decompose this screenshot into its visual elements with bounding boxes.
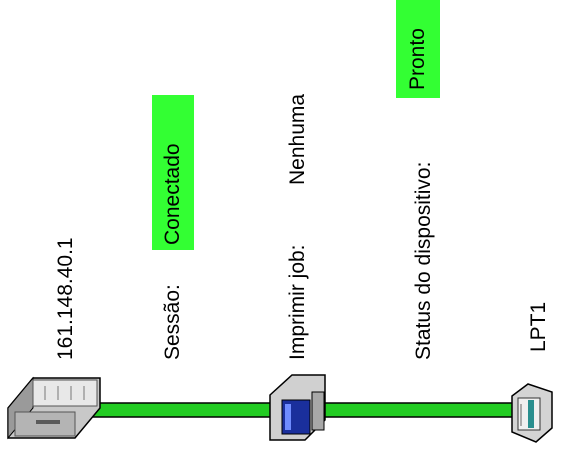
- server-icon: [7, 376, 101, 440]
- print-job-label: Imprimir job:: [286, 244, 309, 360]
- print-job-value: Nenhuma: [286, 93, 309, 185]
- device-ip-address: 161.148.40.1: [54, 237, 77, 360]
- workstation-icon: [269, 374, 326, 441]
- printer-port-label: LPT1: [527, 301, 550, 352]
- device-status-label: Status do dispositivo:: [412, 161, 435, 360]
- device-status-badge: Pronto: [396, 0, 440, 98]
- session-status-badge: Conectado: [152, 95, 194, 250]
- session-status-value: Conectado: [161, 143, 184, 245]
- device-status-value: Pronto: [406, 28, 429, 90]
- printer-icon: [511, 383, 553, 443]
- session-label: Sessão:: [161, 284, 184, 360]
